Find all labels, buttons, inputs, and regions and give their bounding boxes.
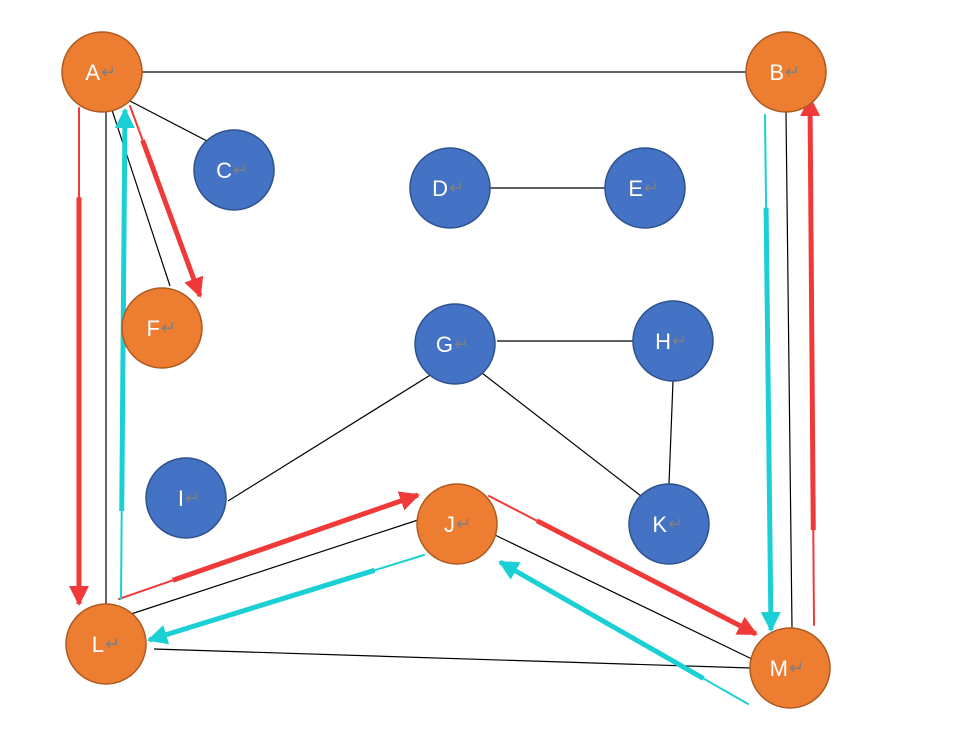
node-label-L: L [92, 632, 104, 657]
arrow-tail-A-F [129, 105, 144, 142]
enter-mark-icon: ↵ [161, 318, 176, 339]
node-M: M↵ [749, 627, 831, 709]
edge-B-M [785, 111, 793, 629]
edge-J-M [494, 534, 755, 661]
node-label-E: E [628, 176, 643, 201]
arrow-red-M-B [800, 96, 821, 531]
node-F: F↵ [121, 287, 203, 369]
arrow-tail-L-A [120, 509, 123, 600]
edge-G-K [481, 372, 642, 497]
node-label-C: C [216, 158, 232, 183]
arrow-tail-B-M [764, 114, 768, 209]
node-label-G: G [436, 332, 453, 357]
node-H: H↵ [632, 300, 714, 382]
node-circle-J [416, 483, 498, 565]
node-K: K↵ [628, 483, 710, 565]
arrow-tail-M-J [702, 677, 749, 705]
arrow-cyan-M-J [498, 559, 705, 681]
node-label-B: B [769, 60, 784, 85]
arrow-red-J-M [535, 518, 758, 637]
node-G: G↵ [414, 303, 496, 385]
edge-A-F [111, 109, 171, 287]
node-circle-E [604, 147, 686, 229]
node-I: I↵ [145, 457, 227, 539]
node-L: L↵ [65, 603, 147, 685]
node-B: B↵ [745, 31, 827, 113]
node-label-A: A [85, 60, 100, 85]
arrows-layer [69, 96, 821, 705]
node-circle-I [145, 457, 227, 539]
node-D: D↵ [409, 147, 491, 229]
enter-mark-icon: ↵ [672, 331, 687, 352]
edge-L-M [153, 648, 752, 669]
node-circle-D [409, 147, 491, 229]
node-label-D: D [432, 176, 448, 201]
enter-mark-icon: ↵ [185, 488, 200, 509]
node-circle-L [65, 603, 147, 685]
enter-mark-icon: ↵ [785, 62, 800, 83]
edge-G-I [227, 373, 433, 502]
node-circle-G [414, 303, 496, 385]
edge-J-L [127, 519, 419, 616]
node-C: C↵ [193, 129, 275, 211]
node-E: E↵ [604, 147, 686, 229]
node-label-I: I [178, 486, 184, 511]
arrow-red-L-J [171, 491, 420, 583]
enter-mark-icon: ↵ [101, 62, 116, 83]
node-circle-F [121, 287, 203, 369]
node-A: A↵ [61, 31, 143, 113]
arrow-cyan-J-L [147, 567, 376, 645]
enter-mark-icon: ↵ [644, 178, 659, 199]
enter-mark-icon: ↵ [105, 634, 120, 655]
enter-mark-icon: ↵ [233, 160, 248, 181]
enter-mark-icon: ↵ [668, 514, 683, 535]
arrow-cyan-L-A [114, 108, 135, 512]
edge-H-K [668, 380, 674, 485]
node-circle-B [745, 31, 827, 113]
node-J: J↵ [416, 483, 498, 565]
nodes-layer: A↵B↵C↵D↵E↵F↵G↵H↵I↵J↵K↵L↵M↵ [61, 31, 831, 709]
edges-layer [105, 71, 793, 669]
node-label-M: M [770, 656, 788, 681]
arrow-tail-L-J [118, 579, 174, 600]
arrow-tail-J-L [373, 554, 425, 572]
node-label-J: J [444, 512, 455, 537]
enter-mark-icon: ↵ [789, 658, 804, 679]
node-label-F: F [147, 316, 160, 341]
arrow-tail-J-M [488, 495, 539, 522]
arrow-red-A-F [140, 139, 204, 298]
arrow-cyan-B-M [760, 207, 781, 632]
arrow-tail-M-B [812, 529, 815, 626]
node-circle-M [749, 627, 831, 709]
enter-mark-icon: ↵ [449, 178, 464, 199]
node-label-K: K [652, 512, 667, 537]
node-circle-C [193, 129, 275, 211]
enter-mark-icon: ↵ [454, 334, 469, 355]
node-circle-H [632, 300, 714, 382]
edge-A-C [129, 100, 208, 142]
node-circle-K [628, 483, 710, 565]
enter-mark-icon: ↵ [456, 514, 471, 535]
node-label-H: H [655, 329, 671, 354]
node-circle-A [61, 31, 143, 113]
